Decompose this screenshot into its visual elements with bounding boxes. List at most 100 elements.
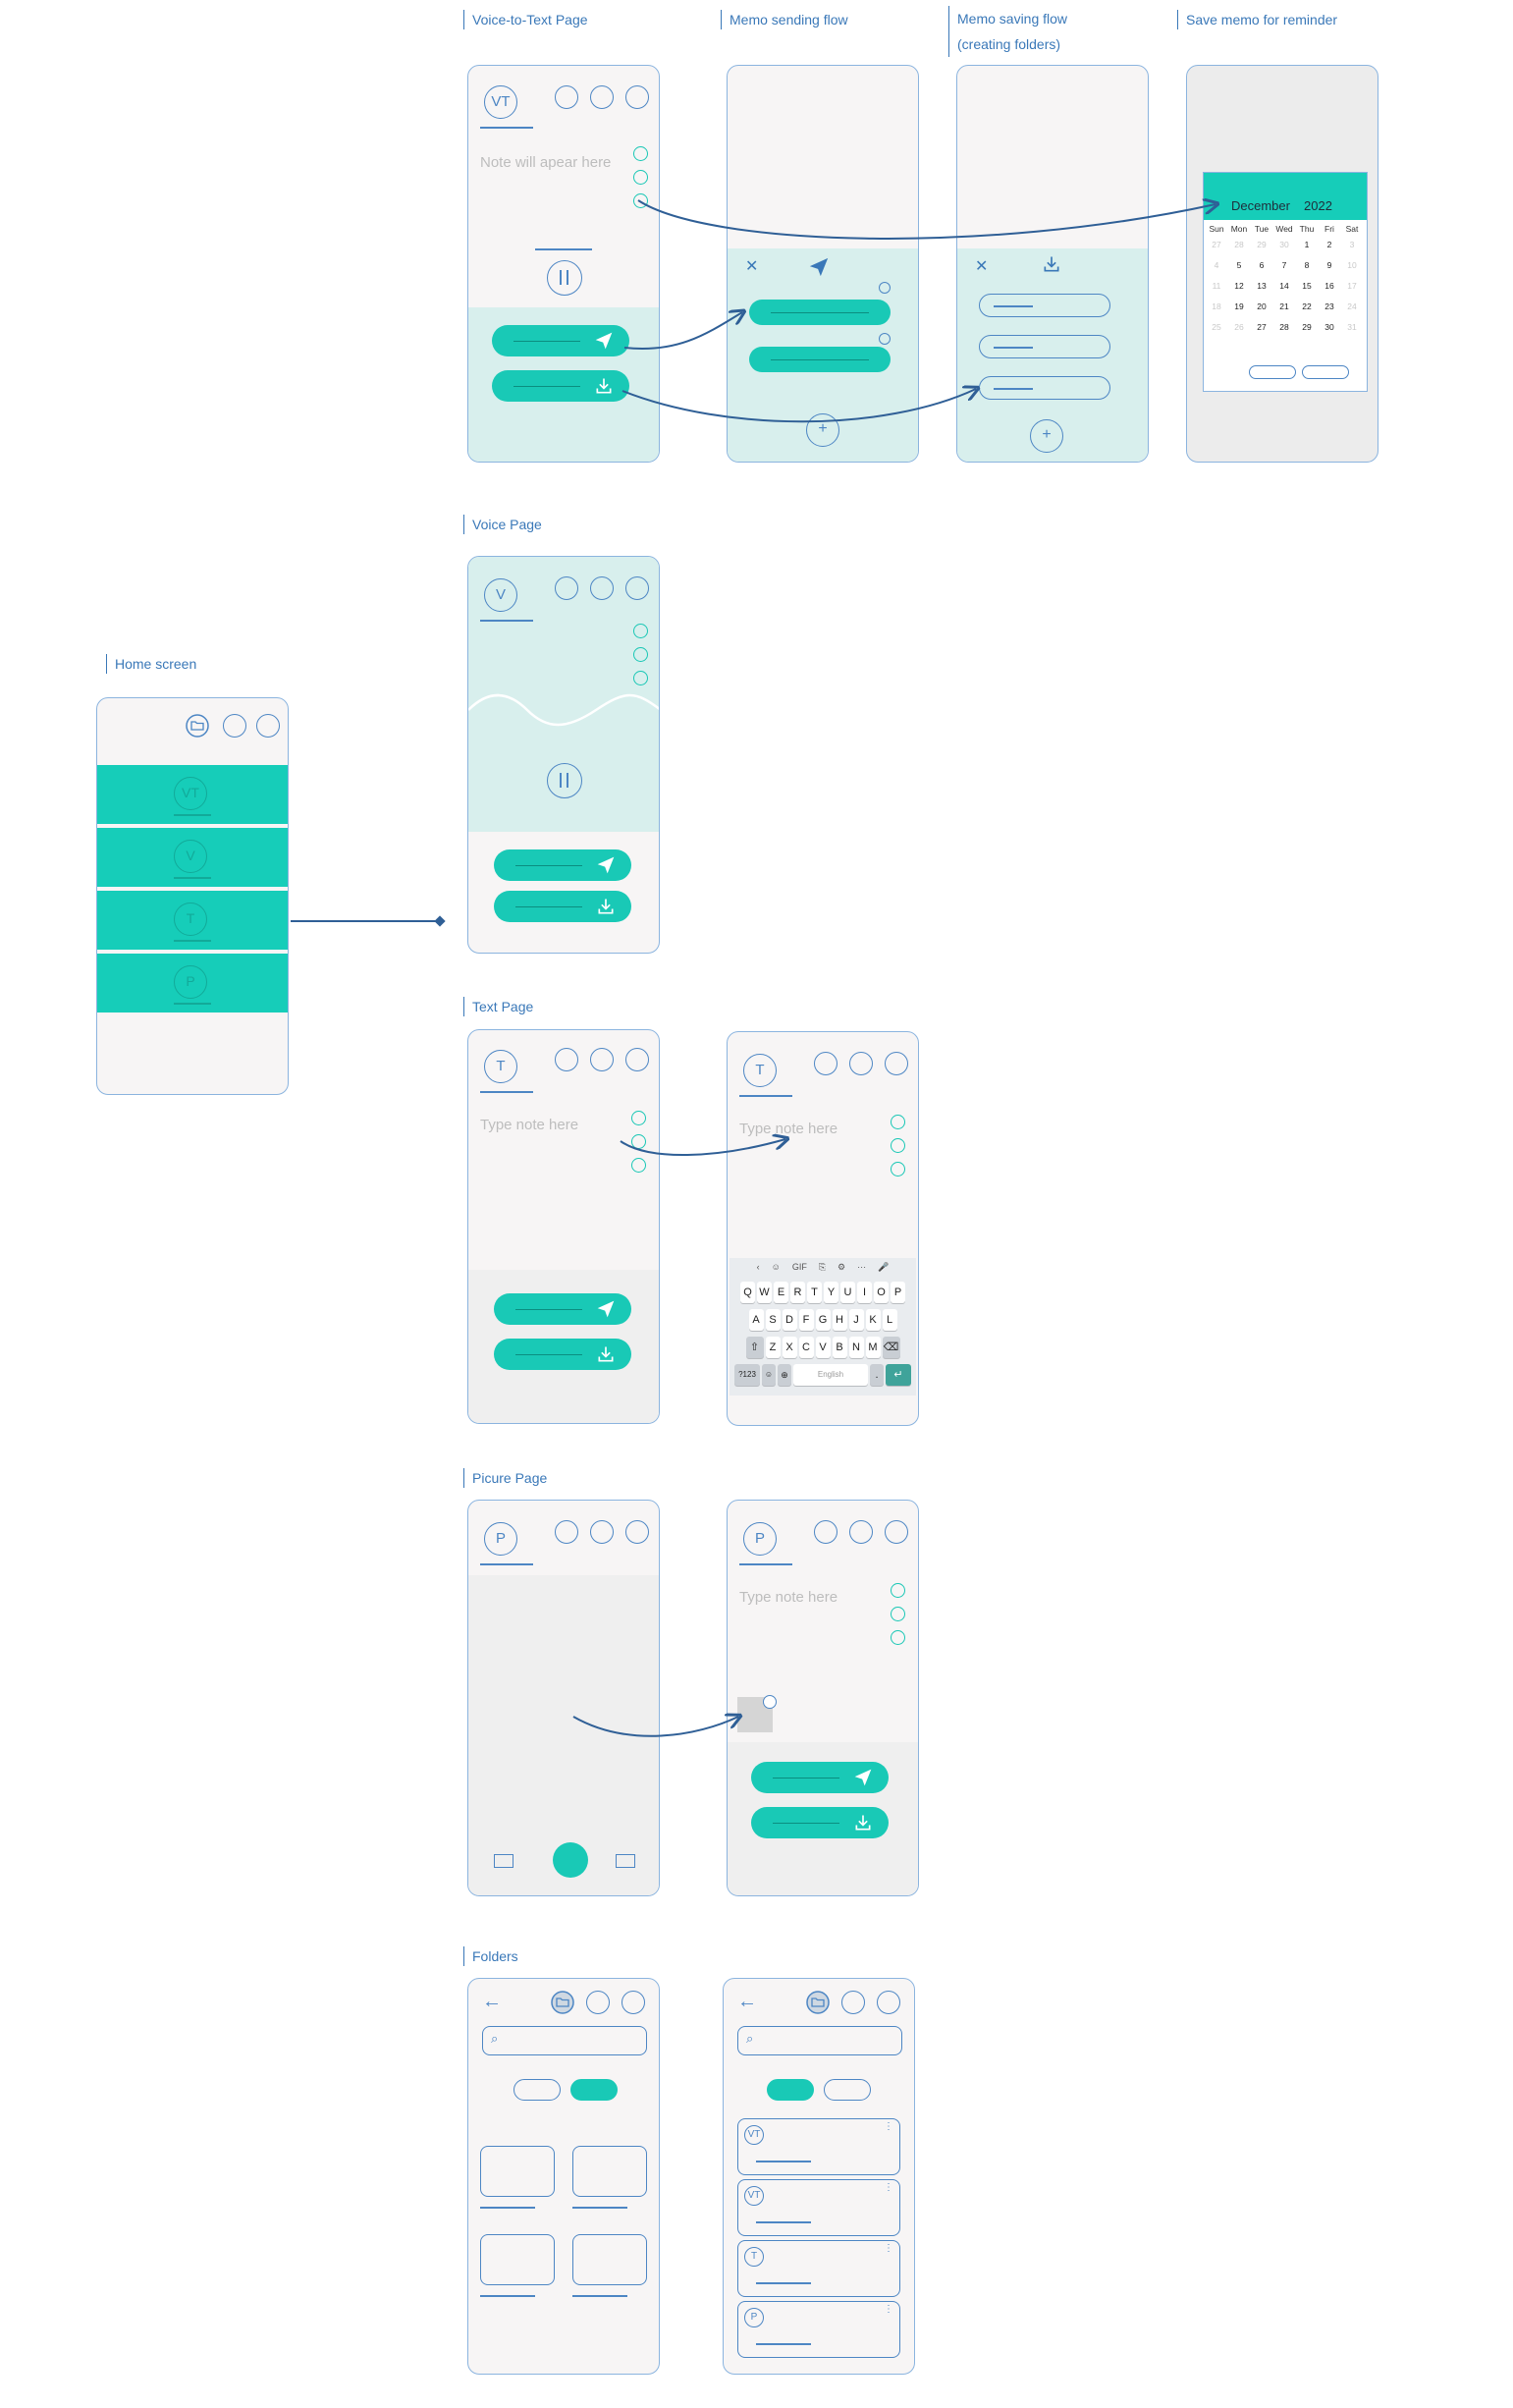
- key-c[interactable]: C: [798, 1337, 814, 1358]
- calendar-day[interactable]: 29: [1257, 240, 1267, 249]
- header-circle-icon[interactable]: [555, 85, 578, 109]
- side-option-circle[interactable]: [633, 647, 648, 662]
- home-item-t[interactable]: T: [97, 891, 288, 950]
- home-item-v[interactable]: V: [97, 828, 288, 887]
- key-v[interactable]: V: [815, 1337, 831, 1358]
- header-circle-icon[interactable]: [555, 576, 578, 600]
- calendar-day[interactable]: 19: [1234, 301, 1244, 311]
- switch-camera-button[interactable]: [616, 1854, 635, 1868]
- back-arrow-icon[interactable]: ←: [737, 1991, 757, 2012]
- save-button[interactable]: [494, 891, 631, 922]
- folder-icon[interactable]: [551, 1991, 574, 2014]
- recipient-item[interactable]: [749, 300, 891, 325]
- header-circle-icon[interactable]: [625, 576, 649, 600]
- add-recipient-button[interactable]: +: [806, 413, 839, 447]
- calendar-day[interactable]: 5: [1236, 260, 1242, 270]
- key-n[interactable]: N: [848, 1337, 864, 1358]
- keyboard-toolbar-item[interactable]: ‹: [756, 1262, 760, 1272]
- header-circle-icon[interactable]: [621, 1991, 645, 2014]
- enter-key[interactable]: ↵: [886, 1364, 911, 1386]
- note-text-input[interactable]: Type note here: [480, 1117, 579, 1133]
- header-circle-icon[interactable]: [555, 1520, 578, 1544]
- header-circle-icon[interactable]: [814, 1520, 838, 1544]
- calendar-day[interactable]: 12: [1234, 281, 1244, 291]
- more-vertical-icon[interactable]: ⋮: [884, 2243, 893, 2254]
- close-icon[interactable]: ✕: [975, 258, 989, 275]
- key-g[interactable]: G: [815, 1309, 831, 1331]
- search-input[interactable]: ⌕: [737, 2026, 902, 2055]
- calendar-day[interactable]: 23: [1324, 301, 1334, 311]
- header-circle-icon[interactable]: [877, 1991, 900, 2014]
- key-p[interactable]: P: [891, 1282, 905, 1303]
- calendar-day[interactable]: 10: [1347, 260, 1357, 270]
- key-r[interactable]: R: [790, 1282, 805, 1303]
- numbers-key[interactable]: ?123: [734, 1364, 760, 1386]
- key-a[interactable]: A: [748, 1309, 764, 1331]
- key-i[interactable]: I: [857, 1282, 872, 1303]
- key-f[interactable]: F: [798, 1309, 814, 1331]
- side-option-circle[interactable]: [633, 146, 648, 161]
- key-o[interactable]: O: [874, 1282, 889, 1303]
- calendar-day[interactable]: 9: [1326, 260, 1332, 270]
- note-text-input[interactable]: Type note here: [739, 1589, 838, 1606]
- close-icon[interactable]: ✕: [745, 258, 759, 275]
- back-arrow-icon[interactable]: ←: [482, 1991, 502, 2012]
- calendar-day[interactable]: 14: [1279, 281, 1289, 291]
- space-key[interactable]: English: [793, 1364, 868, 1386]
- send-button[interactable]: [494, 1293, 631, 1325]
- t-avatar[interactable]: T: [743, 1054, 777, 1087]
- header-circle-icon[interactable]: [849, 1520, 873, 1544]
- calendar-day[interactable]: 2: [1326, 240, 1332, 249]
- key-u[interactable]: U: [840, 1282, 855, 1303]
- home-item-vt[interactable]: VT: [97, 765, 288, 824]
- calendar-day[interactable]: 28: [1234, 240, 1244, 249]
- calendar-day[interactable]: 6: [1259, 260, 1265, 270]
- key-q[interactable]: Q: [740, 1282, 755, 1303]
- memo-list-item[interactable]: P ⋮: [737, 2301, 900, 2358]
- key-⌫[interactable]: ⌫: [882, 1337, 900, 1358]
- calendar-day[interactable]: 30: [1279, 240, 1289, 249]
- key-j[interactable]: J: [848, 1309, 864, 1331]
- keyboard-toolbar-item[interactable]: GIF: [791, 1262, 807, 1272]
- folder-option[interactable]: [979, 335, 1110, 358]
- v-avatar[interactable]: V: [484, 578, 517, 612]
- key-b[interactable]: B: [832, 1337, 847, 1358]
- send-button[interactable]: [751, 1762, 889, 1793]
- remove-recipient-icon[interactable]: [879, 333, 891, 345]
- header-circle-icon[interactable]: [885, 1520, 908, 1544]
- key-x[interactable]: X: [782, 1337, 797, 1358]
- calendar-day[interactable]: 21: [1279, 301, 1289, 311]
- keyboard-toolbar-item[interactable]: ⚙: [838, 1262, 846, 1272]
- calendar-day[interactable]: 17: [1347, 281, 1357, 291]
- vt-avatar[interactable]: VT: [484, 85, 517, 119]
- header-circle-icon[interactable]: [625, 1048, 649, 1071]
- period-key[interactable]: .: [870, 1364, 884, 1386]
- header-circle-icon[interactable]: [586, 1991, 610, 2014]
- folder-option[interactable]: [979, 376, 1110, 400]
- folder-card[interactable]: [480, 2234, 555, 2285]
- send-button[interactable]: [494, 849, 631, 881]
- side-option-circle[interactable]: [631, 1134, 646, 1149]
- filter-toggle-list[interactable]: [767, 2079, 814, 2101]
- header-circle-icon[interactable]: [849, 1052, 873, 1075]
- key-z[interactable]: Z: [765, 1337, 781, 1358]
- calendar-day[interactable]: 22: [1302, 301, 1312, 311]
- more-vertical-icon[interactable]: ⋮: [884, 2304, 893, 2315]
- gallery-thumbnail[interactable]: [494, 1854, 513, 1868]
- calendar-day[interactable]: 7: [1281, 260, 1287, 270]
- key-k[interactable]: K: [865, 1309, 881, 1331]
- memo-list-item[interactable]: T ⋮: [737, 2240, 900, 2297]
- calendar-day[interactable]: 1: [1304, 240, 1310, 249]
- calendar-day[interactable]: 15: [1302, 281, 1312, 291]
- folder-card[interactable]: [572, 2146, 647, 2197]
- key-m[interactable]: M: [865, 1337, 881, 1358]
- save-button[interactable]: [494, 1339, 631, 1370]
- filter-toggle-list[interactable]: [513, 2079, 561, 2101]
- save-button[interactable]: [492, 370, 629, 402]
- calendar-day[interactable]: 30: [1324, 322, 1334, 332]
- confirm-button[interactable]: [1302, 365, 1349, 379]
- recipient-item[interactable]: [749, 347, 891, 372]
- globe-icon[interactable]: ⊕: [778, 1364, 791, 1386]
- filter-toggle-grid[interactable]: [824, 2079, 871, 2101]
- folder-icon[interactable]: [806, 1991, 830, 2014]
